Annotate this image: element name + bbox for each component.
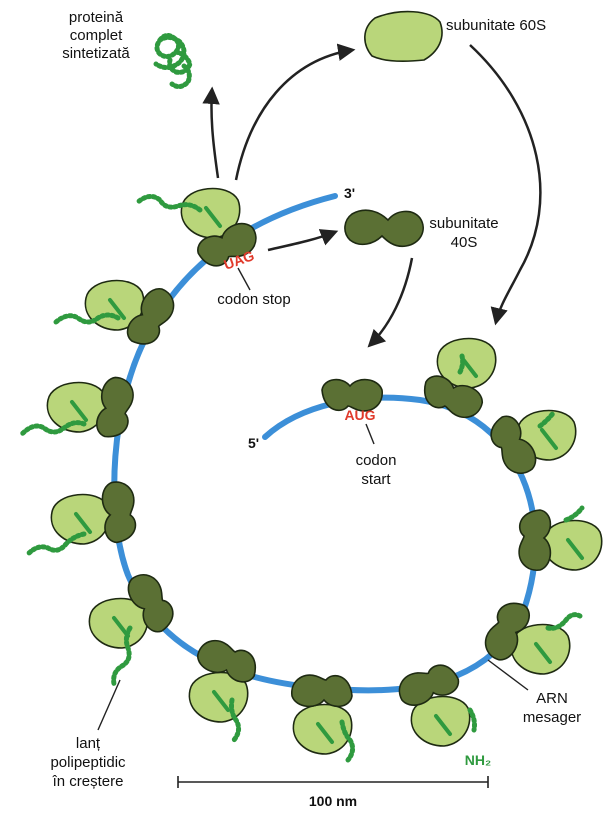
arrow-to-60s bbox=[236, 50, 352, 180]
label-start-codon-line2: start bbox=[361, 471, 391, 488]
label-three-prime: 3' bbox=[344, 185, 355, 201]
polypeptide-chain bbox=[470, 710, 475, 730]
label-chain-line3: în creștere bbox=[52, 773, 124, 790]
start-codon-pointer bbox=[366, 424, 374, 444]
label-60s: subunitate 60S bbox=[446, 17, 546, 34]
completed-protein bbox=[156, 35, 190, 86]
scale-bar bbox=[178, 776, 488, 788]
ribosome-small-subunit bbox=[101, 481, 137, 544]
label-protein-line3: sintetizată bbox=[62, 45, 130, 62]
stop-codon-pointer bbox=[238, 268, 250, 290]
label-five-prime: 5' bbox=[248, 435, 259, 451]
chain-pointer bbox=[98, 680, 120, 730]
ribosome-small-subunit bbox=[519, 510, 550, 570]
label-nh2: NH₂ bbox=[465, 752, 491, 768]
label-chain-line2: polipeptidic bbox=[50, 754, 126, 771]
label-40s-line1: subunitate bbox=[429, 215, 498, 232]
label-scale: 100 nm bbox=[309, 793, 357, 809]
arrow-40s-to-initiation bbox=[370, 258, 412, 345]
ribosome-small-subunit bbox=[292, 675, 352, 706]
label-40s-line2: 40S bbox=[451, 234, 478, 251]
label-chain-line1: lanț bbox=[76, 735, 101, 752]
free-40s-subunit bbox=[345, 210, 423, 246]
free-60s-subunit bbox=[365, 12, 442, 62]
arrow-to-40s bbox=[268, 232, 335, 250]
ribosome-group bbox=[22, 189, 602, 760]
label-protein-line2: complet bbox=[70, 27, 123, 44]
polypeptide-chain bbox=[460, 356, 463, 372]
label-stop-codon: codon stop bbox=[217, 291, 290, 308]
polypeptide-chain bbox=[548, 615, 580, 629]
arrow-to-protein bbox=[211, 90, 218, 178]
arrow-60s-to-initiation bbox=[470, 45, 540, 322]
label-protein-line1: proteină bbox=[69, 9, 124, 26]
label-start-codon-line1: codon bbox=[356, 452, 397, 469]
polypeptide-chain bbox=[566, 508, 582, 520]
label-mrna-line1: ARN bbox=[536, 690, 568, 707]
label-mrna-line2: mesager bbox=[523, 709, 581, 726]
start-codon-sequence: AUG bbox=[344, 407, 375, 423]
mrna-strand bbox=[114, 196, 535, 690]
